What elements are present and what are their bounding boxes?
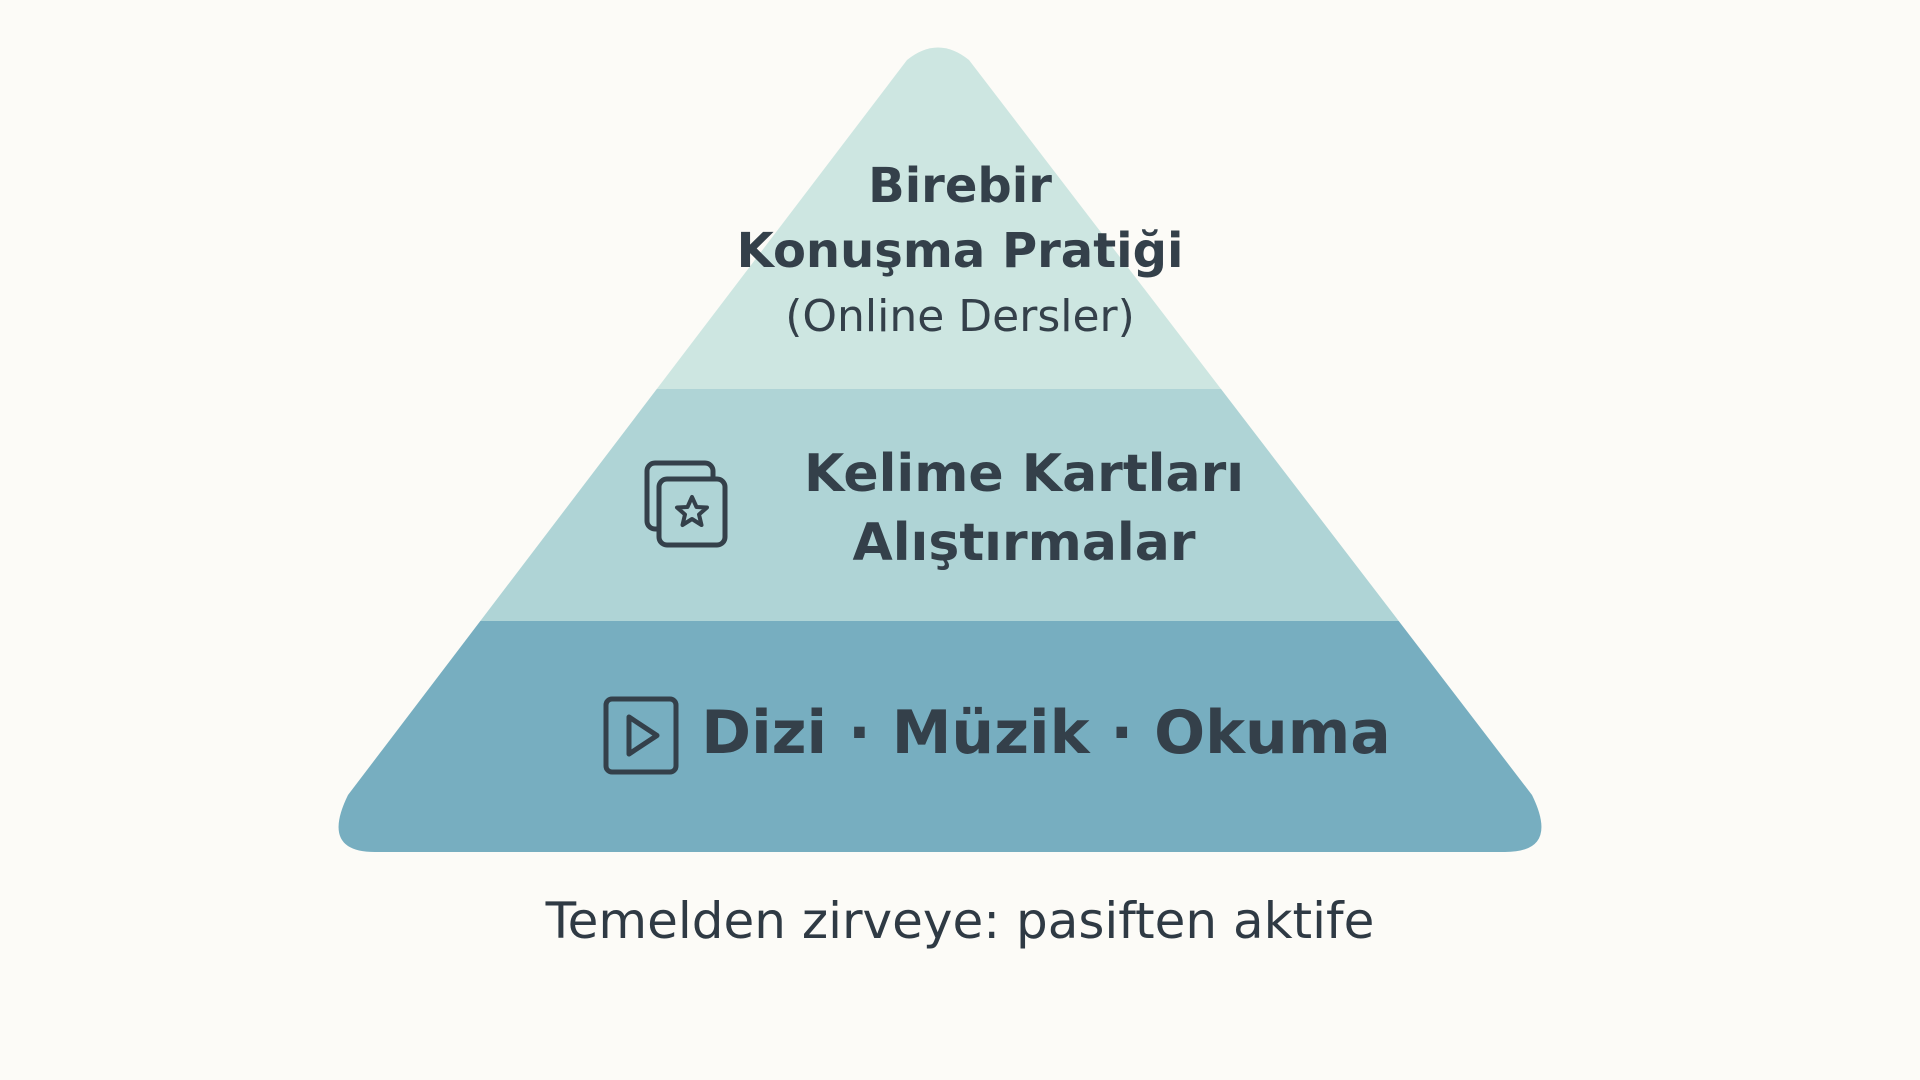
pyramid-tier-base — [338, 621, 1542, 852]
top-tier-subtitle: Konuşma Pratiği — [736, 223, 1184, 279]
top-tier-title: Birebir — [868, 158, 1052, 214]
play-icon — [603, 696, 679, 775]
base-tier-title: Dizi · Müzik · Okuma — [701, 698, 1391, 768]
pyramid-tier-middle — [338, 389, 1542, 621]
pyramid-caption: Temelden zirveye: pasiften aktife — [545, 892, 1375, 950]
middle-tier-title: Kelime Kartları — [803, 444, 1245, 504]
middle-tier-subtitle: Alıştırmalar — [852, 513, 1196, 573]
flashcards-star-icon — [644, 460, 728, 548]
top-tier-note: (Online Dersler) — [785, 291, 1135, 342]
